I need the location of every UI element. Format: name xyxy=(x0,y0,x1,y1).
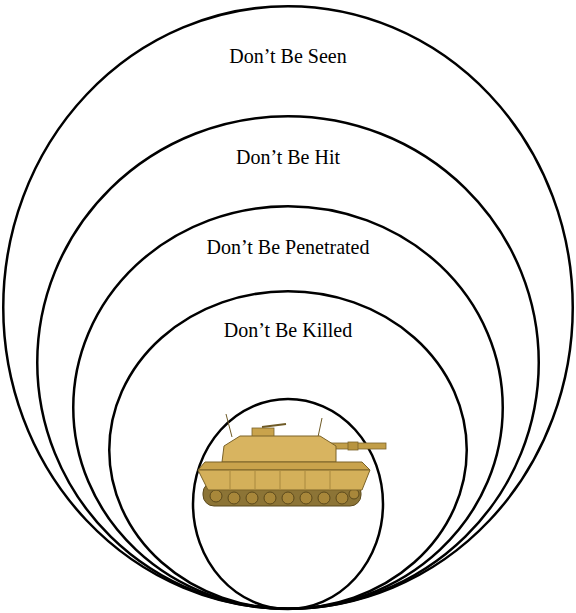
layer-label: Don’t Be Hit xyxy=(236,145,340,169)
layer-label: Don’t Be Killed xyxy=(224,318,353,342)
layer-label-group: Don’t Be Killed xyxy=(224,318,353,342)
layer-label: Don’t Be Seen xyxy=(229,44,346,68)
layer-label-group: Don’t Be Seen xyxy=(229,44,346,68)
antenna xyxy=(318,418,322,437)
hull-top xyxy=(198,462,370,470)
tank-figure xyxy=(198,414,386,506)
ellipse-shape xyxy=(37,116,539,609)
layer-ellipse: Don’t Be PenetratedDon’t Be Killed xyxy=(72,205,504,610)
road-wheels xyxy=(210,489,359,504)
inner-ellipse xyxy=(193,399,383,609)
turret xyxy=(222,436,336,462)
ellipse-shape xyxy=(3,6,573,609)
machine-gun xyxy=(262,424,286,427)
layer-ellipse: Don’t Be HitDon’t Be PenetratedDon’t Be … xyxy=(36,115,540,610)
ellipse-outline xyxy=(36,115,540,610)
ellipse-outline xyxy=(2,5,574,610)
side-skirt xyxy=(198,470,370,490)
layer-ellipse: Don’t Be Killed xyxy=(108,290,468,610)
antenna xyxy=(226,414,232,437)
layer-ellipse: Don’t Be SeenDon’t Be HitDon’t Be Penetr… xyxy=(2,5,574,610)
skirt-panels xyxy=(230,471,330,489)
layer-label-group: Don’t Be Penetrated xyxy=(207,235,370,259)
ellipse-shape xyxy=(73,206,503,609)
layer-label: Don’t Be Penetrated xyxy=(207,235,370,259)
layer-label-group: Don’t Be Hit xyxy=(236,145,340,169)
bore-evacuator xyxy=(348,442,358,450)
ellipse-outline xyxy=(72,205,504,610)
ellipse-shape xyxy=(109,291,467,609)
gun-barrel xyxy=(330,443,386,449)
